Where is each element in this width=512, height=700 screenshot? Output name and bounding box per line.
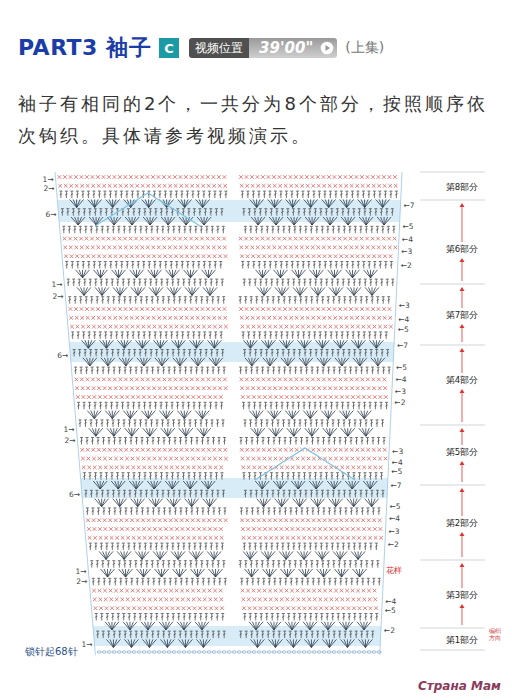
watermark: Страна Мам: [418, 680, 501, 693]
row-number: ←5: [385, 607, 396, 615]
badge-letter: C: [164, 41, 174, 56]
row-number: ←4: [389, 515, 400, 523]
row-number: 1→: [64, 426, 75, 434]
row-number: ←4: [385, 598, 396, 606]
video-position-pill: 视频位置39'00": [189, 38, 337, 58]
single-crochet-symbols: [58, 175, 398, 610]
play-circle: [321, 42, 334, 55]
row-number: ←3: [399, 302, 410, 310]
pattern-label: 花样: [386, 567, 402, 576]
part-label: 第7部分: [445, 311, 479, 320]
row-number: 2→: [52, 293, 63, 301]
row-number: ←4: [402, 236, 413, 244]
foundation-note: 锁针起68针: [25, 646, 78, 657]
row-number: ←3: [401, 248, 412, 256]
row-number: ←5: [398, 326, 409, 334]
row-band: [81, 478, 388, 498]
chain-row: [97, 651, 381, 653]
row-number: ←5: [390, 503, 401, 511]
play-icon: [320, 41, 334, 55]
row-number: ←5: [402, 223, 413, 231]
row-number: ←5: [391, 468, 402, 476]
row-number: 1→: [43, 176, 54, 184]
part-label: 第8部分: [445, 183, 479, 192]
watermark-triangle: [95, 193, 355, 480]
part-badge: C: [159, 38, 179, 58]
row-number: 6→: [57, 352, 68, 360]
row-number: ←7: [397, 342, 408, 350]
part-label: 第5部分: [445, 448, 479, 457]
play-triangle: [326, 45, 331, 51]
instruction-text: 袖子有相同的2个，一共分为8个部分，按照顺序依 次钩织。具体请参考视频演示。: [18, 88, 498, 152]
row-number: ←4: [395, 376, 406, 384]
row-number: 6→: [69, 491, 80, 499]
row-number: ←5: [396, 364, 407, 372]
row-number: ←4: [392, 459, 403, 467]
direction-arrow: [462, 206, 463, 625]
arrow-head: [460, 203, 465, 608]
row-number: ←3: [395, 388, 406, 396]
header-row: PART3 袖子 C 视频位置39'00" (上集): [18, 34, 384, 62]
row-number: ←2: [384, 627, 395, 635]
row-number: 1→: [51, 281, 62, 289]
row-number: ←2: [388, 541, 399, 549]
row-number: 1→: [75, 568, 86, 576]
row-number: 2→: [64, 437, 75, 445]
row-number: ←7: [391, 482, 402, 490]
row-number: ←2: [401, 262, 412, 270]
part-label: 第1部分: [445, 636, 479, 645]
volume-note: (上集): [345, 39, 384, 57]
part-title: PART3 袖子: [18, 33, 151, 63]
shell-stitch-symbols: [70, 199, 391, 647]
row-number: ←4: [398, 316, 409, 324]
direction-note: 编织方向: [489, 628, 503, 642]
row-number: ←2: [394, 399, 405, 407]
row-number: 1→: [82, 641, 93, 649]
row-number: 6→: [46, 211, 57, 219]
part-label: 第3部分: [445, 591, 479, 600]
row-number: ←3: [388, 528, 399, 536]
part-label: 第2部分: [445, 519, 479, 528]
part-label: 第6部分: [445, 245, 479, 254]
row-number: ←7: [403, 202, 414, 210]
part-separator: [420, 172, 485, 650]
row-number: 2→: [76, 578, 87, 586]
sleeve-outline: [55, 172, 402, 655]
video-label: 视频位置: [189, 38, 249, 58]
part-label: 第4部分: [445, 376, 479, 385]
row-number: ←3: [392, 448, 403, 456]
row-number: 2→: [43, 185, 54, 193]
